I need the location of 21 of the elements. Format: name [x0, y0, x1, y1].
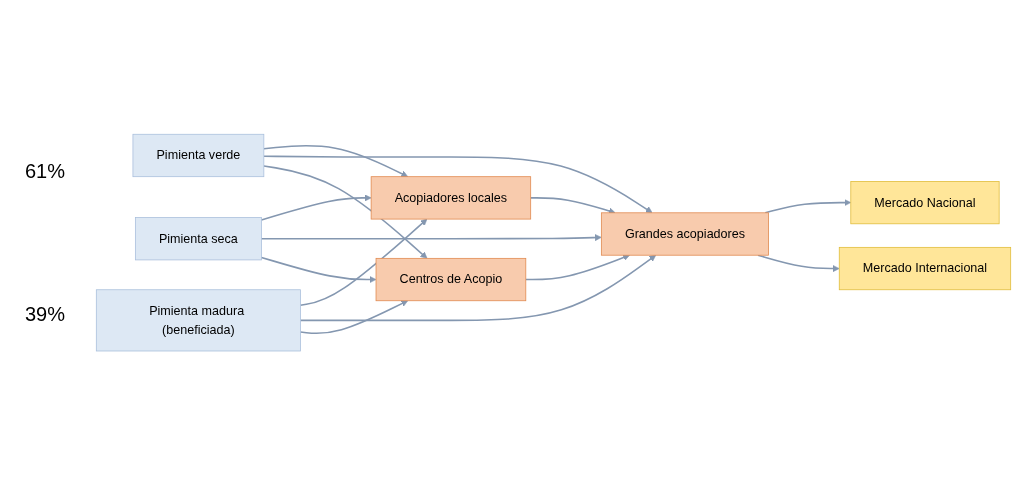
node-box: Centros de Acopio: [375, 257, 527, 301]
arrow: [260, 233, 602, 241]
arrow: [299, 254, 657, 322]
node-box: Acopiadores locales: [370, 176, 532, 220]
node-box: Pimienta verde: [132, 133, 265, 177]
node-box: Mercado Nacional: [850, 180, 1000, 225]
arrow: [299, 300, 409, 335]
arrow: [525, 254, 630, 281]
arrow: [260, 256, 377, 283]
percentage-label: 39%: [25, 302, 65, 326]
node-box: Mercado Internacional: [838, 246, 1012, 290]
node-box: Grandes acopiadores: [600, 212, 769, 256]
arrow: [299, 218, 428, 306]
node-box: Pimienta madura (beneficiada): [95, 289, 301, 352]
arrow: [263, 144, 409, 177]
percentage-label: 61%: [25, 159, 65, 183]
arrow: [263, 165, 428, 259]
arrow: [260, 194, 372, 221]
node-box: Pimienta seca: [135, 216, 262, 261]
arrow: [764, 199, 852, 214]
arrow: [263, 155, 653, 213]
